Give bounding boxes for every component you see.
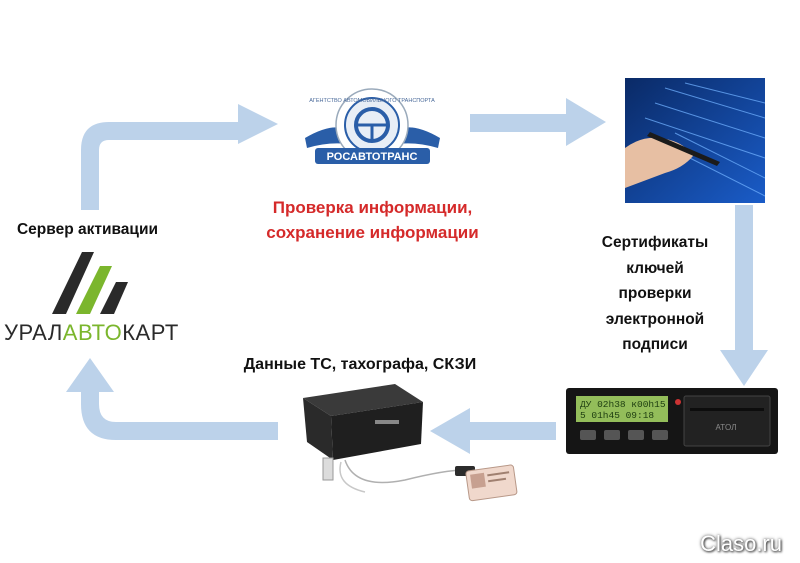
logo-ring-text: АГЕНТСТВО АВТОМОБИЛЬНОГО ТРАНСПОРТА: [309, 98, 435, 104]
cable: [344, 459, 466, 484]
check-info-label: Проверка информации, сохранение информац…: [235, 195, 510, 245]
wordmark-part-2: АВТО: [62, 320, 123, 345]
logo-name: РОСАВТОТРАНС: [327, 151, 418, 163]
device-top: [303, 384, 423, 416]
check-line-2: сохранение информации: [266, 223, 479, 242]
certificates-label: Сертификаты ключей проверки электронной …: [585, 230, 725, 358]
tacho-button-back: [580, 430, 596, 440]
tracking-device-image: [303, 384, 518, 502]
tachograph-image: ДУ 02h38 к00h15 5 01h45 09:18 ATOЛ: [566, 388, 778, 454]
tachograph-lcd: [576, 396, 668, 422]
card-slot: [683, 395, 771, 447]
check-line-1: Проверка информации,: [272, 198, 473, 217]
pen-icon: [647, 132, 720, 166]
data-label: Данные ТС, тахографа, СКЗИ: [243, 356, 477, 373]
certs-line-5: подписи: [622, 336, 688, 353]
lcd-row-2: 5 01h45 09:18: [580, 410, 654, 421]
lcd-row-1: ДУ 02h38 к00h15: [580, 399, 666, 410]
arrow-server-to-rosavtotrans: [81, 104, 278, 210]
certs-line-1: Сертификаты: [601, 234, 709, 251]
uralavtokart-wordmark: УРАЛАВТОКАРТ: [4, 320, 179, 346]
device-side: [303, 398, 333, 460]
activation-server-label: Сервер активации: [16, 221, 159, 238]
arrow-device-to-server: [66, 358, 278, 440]
rosavtotrans-logo: АГЕНТСТВО АВТОМОБИЛЬНОГО ТРАНСПОРТА РОСА…: [305, 88, 440, 164]
tacho-button-ok: [652, 430, 668, 440]
certs-line-2: ключей: [626, 259, 684, 277]
wordmark-part-1: УРАЛ: [4, 320, 63, 345]
arrow-rosavtotrans-to-signing: [470, 98, 606, 146]
tacho-button-up: [604, 430, 620, 440]
arrow-tachograph-to-device: [430, 408, 556, 454]
arrow-signing-to-tachograph: [720, 205, 768, 386]
driver-card-icon: [465, 464, 518, 502]
tacho-button-down: [628, 430, 644, 440]
hand-icon: [625, 137, 693, 188]
device-front: [331, 402, 423, 460]
wordmark-part-3: КАРТ: [122, 320, 179, 345]
certs-line-4: электронной: [605, 310, 705, 328]
usb-plug: [322, 457, 334, 481]
watermark: Claso.ru: [700, 531, 782, 556]
tachograph-brand: ATOЛ: [716, 423, 737, 432]
digital-signature-image: [625, 78, 765, 203]
uralavtokart-logo-mark: [52, 252, 128, 314]
certs-line-3: проверки: [618, 285, 692, 302]
